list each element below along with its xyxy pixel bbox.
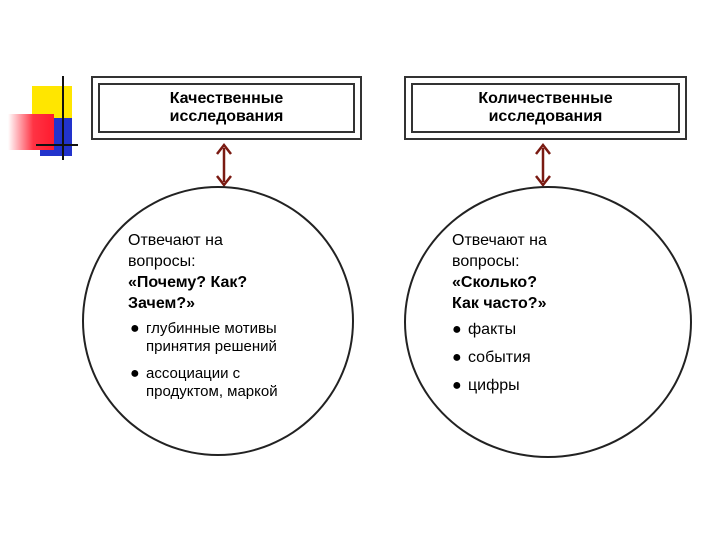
quantitative-item-text: цифры bbox=[468, 377, 520, 394]
qualitative-title-line2: исследования bbox=[169, 108, 284, 125]
qualitative-title-box: Качественные исследования bbox=[91, 76, 362, 140]
quantitative-circle bbox=[404, 186, 692, 458]
double-arrow-icon-right bbox=[535, 142, 551, 188]
qualitative-questions: Отвечают на вопросы: «Почему? Как? Зачем… bbox=[128, 230, 328, 314]
qualitative-title-line1: Качественные bbox=[169, 90, 284, 107]
quantitative-list: ● факты ● события ● цифры bbox=[452, 320, 632, 404]
quantitative-question-line2: вопросы: bbox=[452, 253, 520, 270]
qualitative-question-bold2: Зачем?» bbox=[128, 295, 196, 312]
quantitative-title-line1: Количественные bbox=[478, 90, 613, 107]
qualitative-item-text: ассоциации с продуктом, маркой bbox=[146, 365, 278, 400]
quantitative-question-line1: Отвечают на bbox=[452, 232, 547, 249]
quantitative-question-bold1: «Сколько? bbox=[452, 274, 537, 291]
bullet-icon: ● bbox=[452, 377, 462, 394]
list-item: ● события bbox=[452, 348, 632, 368]
decor-horizontal-line bbox=[36, 144, 78, 146]
qualitative-circle bbox=[82, 186, 354, 456]
bullet-icon: ● bbox=[130, 365, 140, 382]
decor-vertical-line bbox=[62, 76, 64, 160]
qualitative-question-line2: вопросы: bbox=[128, 253, 196, 270]
quantitative-title-box: Количественные исследования bbox=[404, 76, 687, 140]
quantitative-title-line2: исследования bbox=[488, 108, 603, 125]
double-arrow-icon-left bbox=[216, 142, 232, 188]
quantitative-item-text: факты bbox=[468, 321, 517, 338]
bullet-icon: ● bbox=[452, 349, 462, 366]
qualitative-question-line1: Отвечают на bbox=[128, 232, 223, 249]
bullet-icon: ● bbox=[452, 321, 462, 338]
quantitative-question-bold2: Как часто?» bbox=[452, 295, 547, 312]
list-item: ● факты bbox=[452, 320, 632, 340]
list-item: ● цифры bbox=[452, 376, 632, 396]
quantitative-questions: Отвечают на вопросы: «Сколько? Как часто… bbox=[452, 230, 652, 314]
list-item: ● глубинные мотивы принятия решений bbox=[130, 320, 320, 356]
bullet-icon: ● bbox=[130, 320, 140, 337]
qualitative-list: ● глубинные мотивы принятия решений ● ас… bbox=[130, 320, 320, 410]
qualitative-item-text: глубинные мотивы принятия решений bbox=[146, 320, 277, 355]
list-item: ● ассоциации с продуктом, маркой bbox=[130, 365, 320, 401]
qualitative-question-bold1: «Почему? Как? bbox=[128, 274, 248, 291]
quantitative-item-text: события bbox=[468, 349, 531, 366]
